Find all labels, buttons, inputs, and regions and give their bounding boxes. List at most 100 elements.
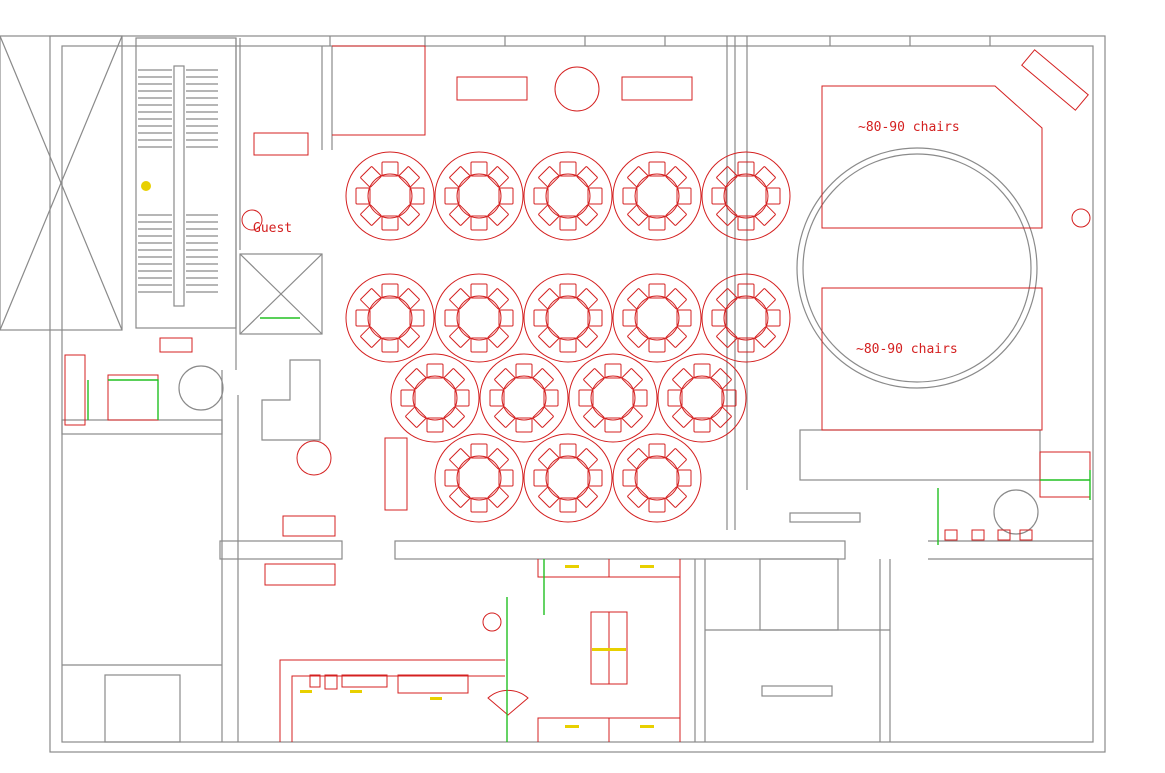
table-top [367, 173, 413, 219]
chair [398, 204, 420, 226]
banquet-table [345, 151, 435, 241]
chair [487, 486, 509, 508]
chair [449, 166, 471, 188]
restroom-stall [64, 354, 86, 426]
chair [587, 469, 603, 487]
chair [515, 417, 533, 433]
table-outline [479, 353, 569, 443]
chair [576, 288, 598, 310]
chair [648, 337, 666, 353]
chair [627, 326, 649, 348]
chair [538, 448, 560, 470]
chair [737, 283, 755, 299]
chair [765, 309, 781, 327]
furniture [64, 45, 1091, 742]
table-top [723, 295, 769, 341]
table-top [545, 295, 591, 341]
chair [737, 337, 755, 353]
chair [355, 187, 371, 205]
banquet-table [390, 353, 480, 443]
chair [538, 326, 560, 348]
chair [672, 406, 694, 428]
chair [409, 187, 425, 205]
chair [648, 215, 666, 231]
walls [0, 35, 1106, 753]
banquet-table [612, 433, 702, 523]
table-outline [568, 353, 658, 443]
chair [498, 187, 514, 205]
table-outline [523, 151, 613, 241]
chair [489, 389, 505, 407]
chair [498, 469, 514, 487]
chair [676, 309, 692, 327]
chair [470, 443, 488, 459]
chair [737, 215, 755, 231]
chair [426, 363, 444, 379]
chair [604, 363, 622, 379]
chair [716, 204, 738, 226]
stage [799, 429, 1041, 481]
table-top [456, 295, 502, 341]
chair [533, 469, 549, 487]
elevator-void [0, 35, 123, 331]
table-outline [345, 151, 435, 241]
chair [355, 309, 371, 327]
chair [444, 309, 460, 327]
annotations [141, 181, 654, 728]
chair [665, 486, 687, 508]
chair [487, 204, 509, 226]
chair [538, 486, 560, 508]
cocktail-table [554, 66, 600, 112]
table-top [634, 455, 680, 501]
chair [754, 166, 776, 188]
chair [667, 389, 683, 407]
chair [405, 406, 427, 428]
chair [583, 406, 605, 428]
chair [622, 469, 638, 487]
chair [449, 204, 471, 226]
chair [665, 166, 687, 188]
chair [665, 204, 687, 226]
table-top [634, 173, 680, 219]
chair [710, 368, 732, 390]
chair [538, 288, 560, 310]
chair [583, 368, 605, 390]
table-top [634, 295, 680, 341]
table-outline [434, 433, 524, 523]
chair [716, 326, 738, 348]
chair [711, 309, 727, 327]
table-outline [612, 433, 702, 523]
chair [559, 443, 577, 459]
chair [494, 406, 516, 428]
chair [398, 326, 420, 348]
table-outline [701, 151, 791, 241]
chair [381, 215, 399, 231]
chair [576, 326, 598, 348]
table-outline [523, 433, 613, 523]
chair [648, 497, 666, 513]
banquet-table [479, 353, 569, 443]
banquet-table [568, 353, 658, 443]
lower-stair [104, 674, 181, 743]
chair [737, 161, 755, 177]
table-outline [701, 273, 791, 363]
chair [470, 337, 488, 353]
chair [443, 368, 465, 390]
elevator [239, 253, 323, 335]
chair [398, 288, 420, 310]
chair [627, 486, 649, 508]
table-outline [434, 151, 524, 241]
table-top [723, 173, 769, 219]
chair [360, 288, 382, 310]
chair [470, 497, 488, 513]
round-stage-inner [802, 153, 1032, 383]
banquet-table [701, 151, 791, 241]
banquet-table [523, 151, 613, 241]
chair [716, 166, 738, 188]
chair [627, 204, 649, 226]
chair [532, 406, 554, 428]
chair [360, 166, 382, 188]
chair [632, 389, 648, 407]
chair [578, 389, 594, 407]
chair [559, 497, 577, 513]
